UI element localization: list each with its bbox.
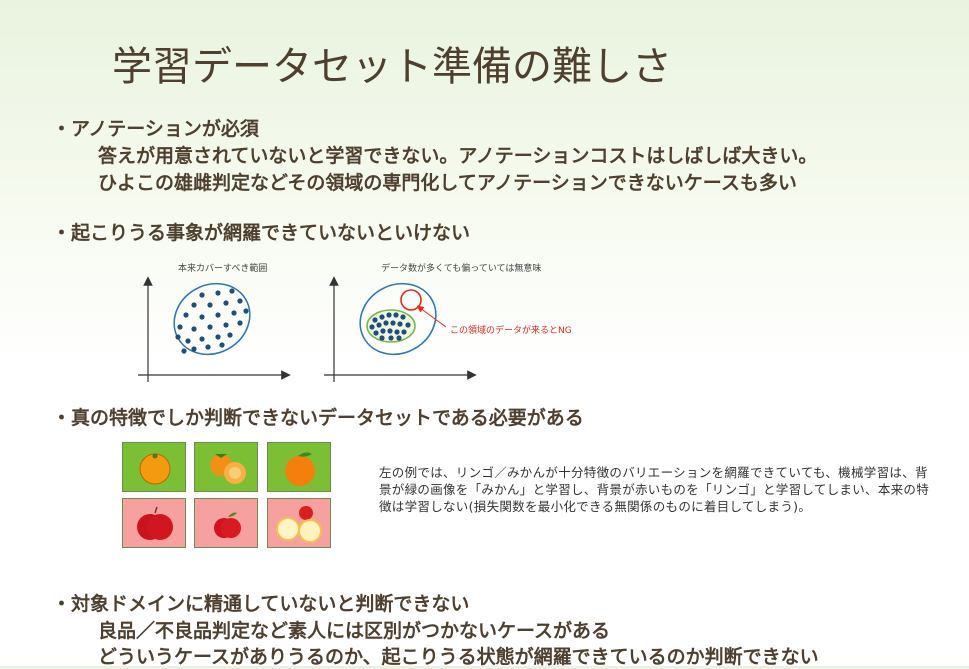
tile-apple-red bbox=[122, 498, 186, 548]
right-axes bbox=[324, 276, 477, 382]
section-line: 答えが用意されていないと学習できない。アノテーションコストはしばしば大きい。 bbox=[98, 145, 818, 167]
ng-region-circle bbox=[400, 289, 422, 311]
left-axes bbox=[138, 276, 291, 382]
ng-pointer-arrow bbox=[416, 305, 447, 328]
right-coverage-ellipse bbox=[359, 282, 437, 356]
left-coverage-ellipse bbox=[173, 282, 251, 356]
section-heading-true-features: ・真の特徴でしか判断できないデータセットである必要がある bbox=[52, 407, 584, 429]
section-heading-domain: ・対象ドメインに精通していないと判断できない bbox=[52, 593, 470, 615]
diagram-ng-label: この領域のデータが来るとNG bbox=[450, 326, 572, 336]
section-heading-coverage: ・起こりうる事象が網羅できていないといけない bbox=[52, 222, 471, 244]
diagram-left-label: 本来カバーすべき範囲 bbox=[178, 264, 268, 274]
tile-apple-small-red bbox=[194, 498, 258, 548]
right-data-dots bbox=[369, 312, 411, 341]
tile-orange-green bbox=[267, 442, 331, 492]
section-line: ひよこの雄雌判定などその領域の専門化してアノテーションできないケースも多い bbox=[98, 172, 797, 194]
fruit-explanation-text: 左の例では、リンゴ／みかんが十分特徴のバリエーションを網羅できていても、機械学習… bbox=[379, 465, 930, 514]
section-heading-annotation: ・アノテーションが必須 bbox=[52, 118, 259, 140]
diagram-right-label: データ数が多くても偏っていては無意味 bbox=[381, 264, 542, 274]
coverage-diagram bbox=[138, 276, 477, 382]
tile-mandarin-pair-green bbox=[194, 442, 258, 492]
section-line: どういうケースがありうるのか、起こりうる状態が網羅できているのか判断できない bbox=[98, 646, 819, 668]
left-data-dots bbox=[175, 288, 249, 354]
tile-grapefruit-red bbox=[267, 498, 331, 548]
page-title: 学習データセット準備の難しさ bbox=[112, 44, 672, 90]
section-line: 良品／不良品判定など素人には区別がつかないケースがある bbox=[98, 620, 611, 642]
tile-mandarin-green bbox=[122, 442, 186, 492]
